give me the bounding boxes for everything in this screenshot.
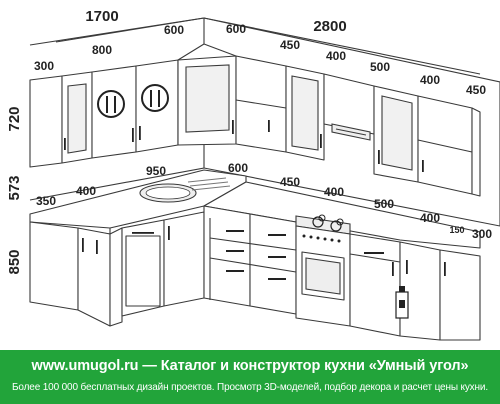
overall-dimension-lines [55, 17, 481, 75]
dim-base-left-1: 350 [36, 194, 56, 208]
upper-cabinets-right [235, 55, 481, 197]
dim-base-right-1: 450 [280, 175, 300, 189]
base-cabinets-left [29, 211, 205, 327]
dim-upper-right-4: 400 [420, 73, 440, 87]
dim-base-right-3: 500 [374, 197, 394, 211]
dim-upper-right-5: 450 [466, 83, 486, 97]
upper-corner-cabinet [177, 43, 237, 146]
dimension-labels: 1700 2800 300 800 600 600 450 400 500 40… [6, 8, 492, 275]
dim-upper-right-3: 500 [370, 60, 390, 74]
dim-base-right-4: 400 [420, 211, 440, 225]
kitchen-drawing: 1700 2800 300 800 600 600 450 400 500 40… [6, 8, 500, 341]
dim-overall-right: 2800 [313, 18, 346, 35]
stove [295, 214, 351, 327]
dim-overall-left: 1700 [85, 8, 118, 25]
dim-base-right-corner: 600 [228, 161, 248, 175]
fork-knife-icon [97, 90, 125, 118]
dim-base-right-5: 150 [449, 225, 464, 235]
dim-upper-right-2: 400 [326, 49, 346, 63]
bottle-icon [395, 286, 409, 319]
base-cabinets-far-right [349, 233, 481, 341]
sink [139, 177, 231, 203]
promo-banner: www.umugol.ru — Каталог и конструктор ку… [0, 350, 500, 404]
dim-height-gap: 573 [6, 175, 23, 200]
dim-base-right-2: 400 [324, 185, 344, 199]
gas-burner-icon [312, 214, 344, 232]
range-hood [331, 123, 371, 141]
dim-height-base: 850 [6, 249, 23, 274]
dim-upper-left-corner: 600 [164, 23, 184, 37]
banner-title[interactable]: www.umugol.ru — Каталог и конструктор ку… [31, 358, 469, 374]
dim-base-left-sink: 950 [146, 164, 166, 178]
dim-base-left-2: 400 [76, 184, 96, 198]
dim-upper-left-1: 300 [34, 59, 54, 73]
dim-height-upper: 720 [6, 106, 23, 131]
dim-base-right-6: 300 [472, 227, 492, 241]
dim-upper-left-2: 800 [92, 43, 112, 57]
dim-upper-right-1: 450 [280, 38, 300, 52]
fork-knife-icon [141, 84, 169, 112]
banner-subtitle: Более 100 000 бесплатных дизайн проектов… [12, 382, 488, 393]
oven-knob-icon [302, 234, 341, 243]
dim-upper-right-corner: 600 [226, 22, 246, 36]
upper-cabinets-left [29, 59, 179, 168]
base-cabinets-right [203, 205, 297, 315]
